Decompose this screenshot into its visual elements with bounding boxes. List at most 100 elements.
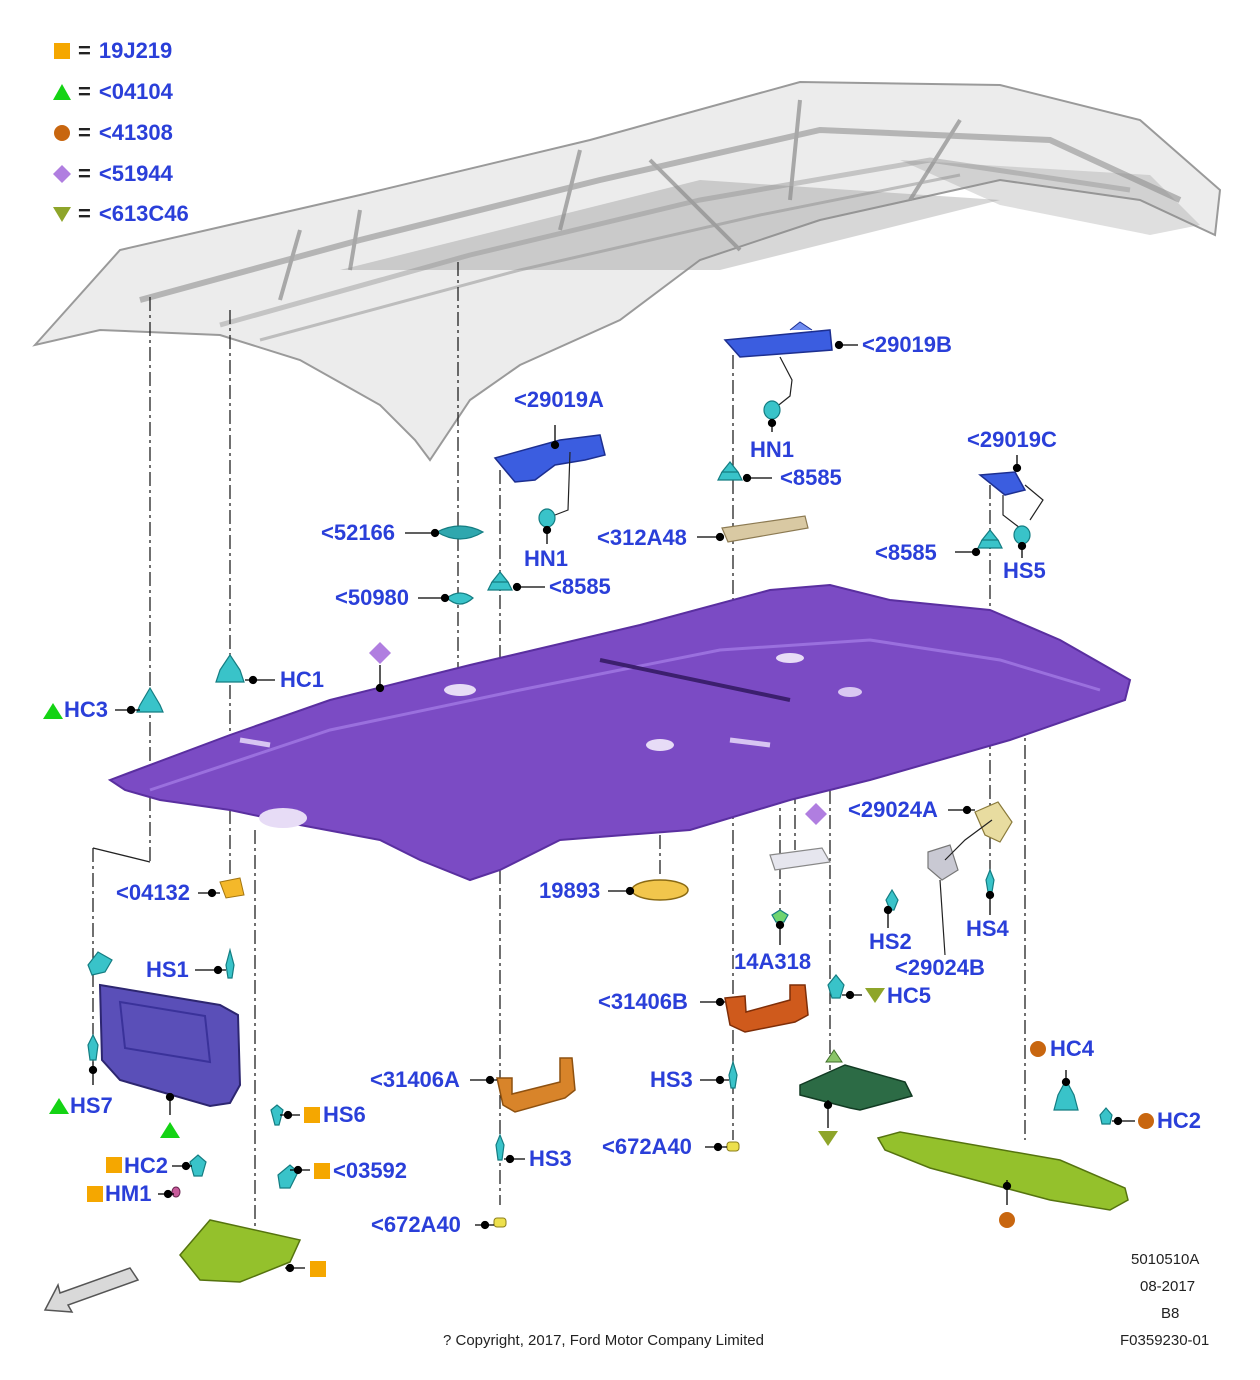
marker-tridown-console [818, 1131, 838, 1146]
marker-square-trim-left [310, 1261, 326, 1277]
console-clip [825, 1049, 843, 1063]
callout-hs2: HS2 [869, 929, 912, 954]
footer-rev: B8 [1161, 1305, 1180, 1322]
overhead-console [799, 1064, 914, 1111]
callout-hs1: HS1 [146, 957, 189, 982]
marker-circle-trim [999, 1212, 1015, 1228]
callout-672A40-right: <672A40 [602, 1134, 692, 1159]
marker-tridown-hc5 [865, 988, 885, 1003]
symbol-markers [43, 642, 1154, 1277]
marker-square-hm1 [87, 1186, 103, 1202]
callout-hs4: HS4 [966, 916, 1009, 941]
legend-equals: = [78, 79, 91, 104]
callout-pointers [88, 340, 1135, 1273]
legend-equals: = [78, 120, 91, 145]
callout-29019A: <29019A [514, 387, 604, 412]
marker-diamond-headliner [369, 642, 391, 664]
bracket-29019A [493, 434, 606, 516]
bracket-29019B [723, 321, 833, 409]
legend-text: 19J219 [98, 38, 173, 63]
cap-672A40-left [493, 1217, 507, 1228]
callout-31406A: <31406A [370, 1067, 460, 1092]
callout-hm1: HM1 [105, 1181, 152, 1206]
part-04132 [219, 877, 245, 899]
callout-hc3: HC3 [64, 697, 109, 722]
handle-31406B [724, 984, 809, 1033]
callout-hn1-top: HN1 [750, 437, 795, 462]
callout-hs3-left: HS3 [529, 1146, 572, 1171]
callout-hs6: HS6 [323, 1102, 366, 1127]
legend-equals: = [78, 161, 91, 186]
callout-hn1-mid: HN1 [524, 546, 569, 571]
bracket-29019C [978, 471, 1044, 529]
callout-8585-mid: <8585 [549, 574, 611, 599]
legend-text: <41308 [98, 120, 173, 145]
callout-29019C: <29019C [967, 427, 1057, 452]
callout-672A40-left: <672A40 [371, 1212, 461, 1237]
legend-text: <04104 [98, 79, 173, 104]
sun-visor [98, 983, 242, 1108]
handle-31406A [496, 1057, 576, 1113]
callout-31406B: <31406B [598, 989, 688, 1014]
footer-copyright: ? Copyright, 2017, Ford Motor Company Li… [443, 1332, 764, 1349]
footer-code2: F0359230-01 [1120, 1332, 1210, 1349]
footer-code1: 5010510A [1131, 1251, 1200, 1268]
legend-row-triangle: = <04104 [52, 79, 173, 105]
visor-leader-jog [92, 847, 151, 863]
legend-text: <51944 [98, 161, 173, 186]
part-29024B [927, 844, 959, 881]
callout-14A318: 14A318 [734, 949, 812, 974]
lamp-19893 [631, 879, 689, 901]
callout-29024B: <29024B [895, 955, 985, 980]
callout-hs7: HS7 [70, 1093, 113, 1118]
marker-square-hc2-left [106, 1157, 122, 1173]
callout-hc4: HC4 [1050, 1036, 1095, 1061]
trim-right [876, 1131, 1129, 1211]
leader-29024B [939, 819, 993, 956]
front-arrow [43, 1267, 140, 1313]
marker-triangle-hs7 [49, 1098, 69, 1114]
marker-square-03592 [314, 1163, 330, 1179]
marker-square-hs6 [304, 1107, 320, 1123]
legend-triangle-icon [53, 84, 71, 100]
legend-equals: = [78, 201, 91, 226]
hm1-clip [171, 1186, 181, 1198]
legend-row-circle: = <41308 [52, 120, 173, 146]
legend-circle-icon [54, 125, 70, 141]
callout-50980: <50980 [335, 585, 410, 610]
footer-date: 08-2017 [1140, 1278, 1196, 1295]
callout-312A48: <312A48 [597, 525, 687, 550]
callout-8585-top: <8585 [780, 465, 842, 490]
callout-hc5: HC5 [887, 983, 932, 1008]
lens-14A318 [769, 847, 831, 871]
legend-diamond-icon [53, 165, 71, 183]
plate-312A48 [721, 515, 809, 543]
cap-672A40-right [726, 1141, 740, 1152]
callout-hc2-right: HC2 [1157, 1108, 1202, 1133]
callout-hc1: HC1 [280, 667, 325, 692]
legend-tri-down-icon [53, 207, 71, 222]
marker-circle-hc4 [1030, 1041, 1046, 1057]
callout-hs5: HS5 [1003, 558, 1046, 583]
legend-row-diamond: = <51944 [52, 161, 173, 187]
marker-triangle-visor [160, 1122, 180, 1138]
callout-19893: 19893 [539, 878, 601, 903]
callout-52166: <52166 [321, 520, 396, 545]
callout-29024A: <29024A [848, 797, 938, 822]
callout-29019B: <29019B [862, 332, 952, 357]
callout-8585-right: <8585 [875, 540, 937, 565]
callout-hc2-left: HC2 [124, 1153, 169, 1178]
callout-03592: <03592 [333, 1158, 408, 1183]
legend-row-tri-down: =<613C46 [52, 201, 189, 227]
clips [87, 400, 1113, 1189]
legend-square-icon [54, 43, 70, 59]
marker-circle-hc2-right [1138, 1113, 1154, 1129]
marker-diamond-lamp [805, 803, 827, 825]
trim-left [179, 1219, 302, 1283]
legend-row-square: = 19J219 [52, 38, 172, 64]
callout-hs3-right: HS3 [650, 1067, 693, 1092]
legend-equals: = [78, 38, 91, 63]
marker-triangle-hc3 [43, 703, 63, 719]
